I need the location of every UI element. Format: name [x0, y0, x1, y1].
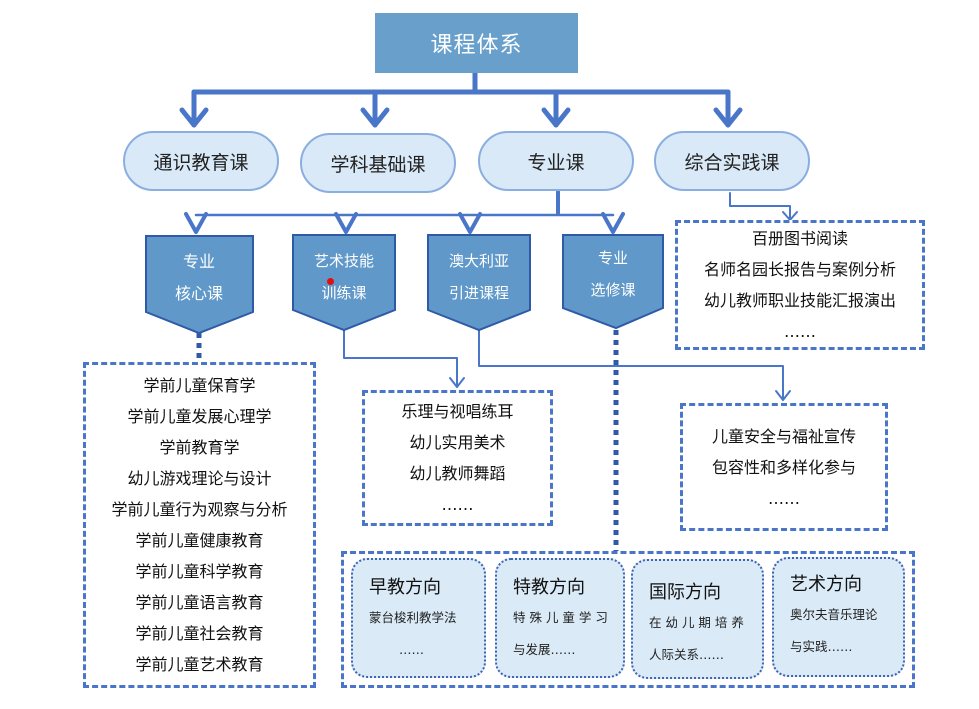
core-item: 学前儿童保育学	[143, 376, 256, 395]
practice-item: 幼儿教师职业技能汇报演出	[703, 291, 896, 310]
core-item: 学前儿童艺术教育	[135, 655, 264, 674]
practice-item: 百册图书阅读	[751, 229, 848, 248]
level1-node-major: 专业课	[478, 131, 634, 191]
level1-node-subject-foundation: 学科基础课	[300, 133, 456, 193]
direction-desc: ……	[399, 642, 424, 657]
direction-title: 特教方向	[513, 577, 585, 598]
practice-item: 名师名园长报告与案例分析	[703, 260, 896, 279]
core-item: 学前儿童行为观察与分析	[111, 500, 288, 519]
node-label-line2: 核心课	[174, 284, 223, 303]
node-label-line2: 训练课	[321, 284, 367, 302]
direction-desc: 奥尔夫音乐理论	[790, 607, 878, 622]
core-item: 学前儿童发展心理学	[127, 407, 272, 426]
australia-item: 儿童安全与福祉宣传	[711, 426, 856, 446]
art-course-box: 乐理与视唱练耳 幼儿实用美术 幼儿教师舞蹈 ……	[362, 390, 553, 526]
node-label: 综合实践课	[684, 151, 780, 174]
direction-title: 早教方向	[369, 577, 441, 598]
node-label-line1: 专业	[182, 252, 215, 271]
art-item: 乐理与视唱练耳	[401, 402, 514, 421]
direction-desc: 人际关系……	[649, 647, 725, 662]
direction-desc: 蒙台梭利教学法	[369, 610, 457, 625]
node-label: 通识教育课	[153, 151, 249, 174]
level1-node-general-education: 通识教育课	[123, 131, 279, 191]
core-item: 学前儿童科学教育	[135, 562, 264, 581]
core-item: 学前儿童语言教育	[135, 593, 264, 612]
level2-node-elective: 专业 选修课	[560, 236, 666, 332]
direction-title: 艺术方向	[790, 574, 862, 595]
node-label-line1: 艺术技能	[313, 252, 374, 270]
australia-course-box: 儿童安全与福祉宣传 包容性和多样化参与 ……	[680, 403, 888, 531]
root-node: 课程体系	[375, 13, 578, 73]
practice-course-box: 百册图书阅读 名师名园长报告与案例分析 幼儿教师职业技能汇报演出 ……	[675, 220, 925, 350]
core-item: 学前教育学	[159, 438, 240, 457]
direction-card-art: 艺术方向 奥尔夫音乐理论 与实践……	[772, 557, 905, 677]
level2-node-art-skills: 艺术技能 训练课	[291, 239, 397, 335]
direction-desc: 特 殊 儿 童 学 习	[513, 610, 608, 625]
direction-desc: 与实践……	[790, 639, 853, 654]
node-label-line2: 选修课	[590, 281, 636, 299]
node-label: 专业课	[527, 151, 585, 174]
direction-desc: 与发展……	[513, 642, 576, 657]
node-label-line1: 专业	[597, 249, 628, 267]
australia-item: ……	[768, 488, 800, 508]
direction-title: 国际方向	[649, 582, 721, 603]
core-item: 学前儿童社会教育	[135, 624, 264, 643]
art-item: 幼儿实用美术	[409, 433, 506, 452]
core-item: 幼儿游戏理论与设计	[127, 469, 272, 488]
root-label: 课程体系	[430, 33, 523, 58]
level2-node-australia: 澳大利亚 引进课程	[426, 239, 532, 335]
art-item: 幼儿教师舞蹈	[409, 464, 506, 483]
direction-desc: 在 幼 儿 期 培 养	[649, 615, 744, 630]
core-item: 学前儿童健康教育	[135, 531, 264, 550]
level1-node-practice: 综合实践课	[654, 131, 810, 191]
direction-card-early-education: 早教方向 蒙台梭利教学法 ……	[351, 558, 486, 678]
art-item: ……	[441, 495, 474, 514]
australia-item: 包容性和多样化参与	[711, 457, 856, 477]
node-label: 学科基础课	[330, 153, 426, 176]
practice-item: ……	[784, 322, 816, 341]
node-label-line2: 引进课程	[448, 284, 509, 302]
direction-card-international: 国际方向 在 幼 儿 期 培 养 人际关系……	[631, 559, 764, 679]
direction-card-special-education: 特教方向 特 殊 儿 童 学 习 与发展……	[495, 558, 625, 678]
red-marker-dot	[327, 278, 334, 285]
core-course-box: 学前儿童保育学 学前儿童发展心理学 学前教育学 幼儿游戏理论与设计 学前儿童行为…	[83, 362, 316, 688]
node-label-line1: 澳大利亚	[448, 252, 509, 270]
level2-node-core: 专业 核心课	[146, 240, 252, 336]
